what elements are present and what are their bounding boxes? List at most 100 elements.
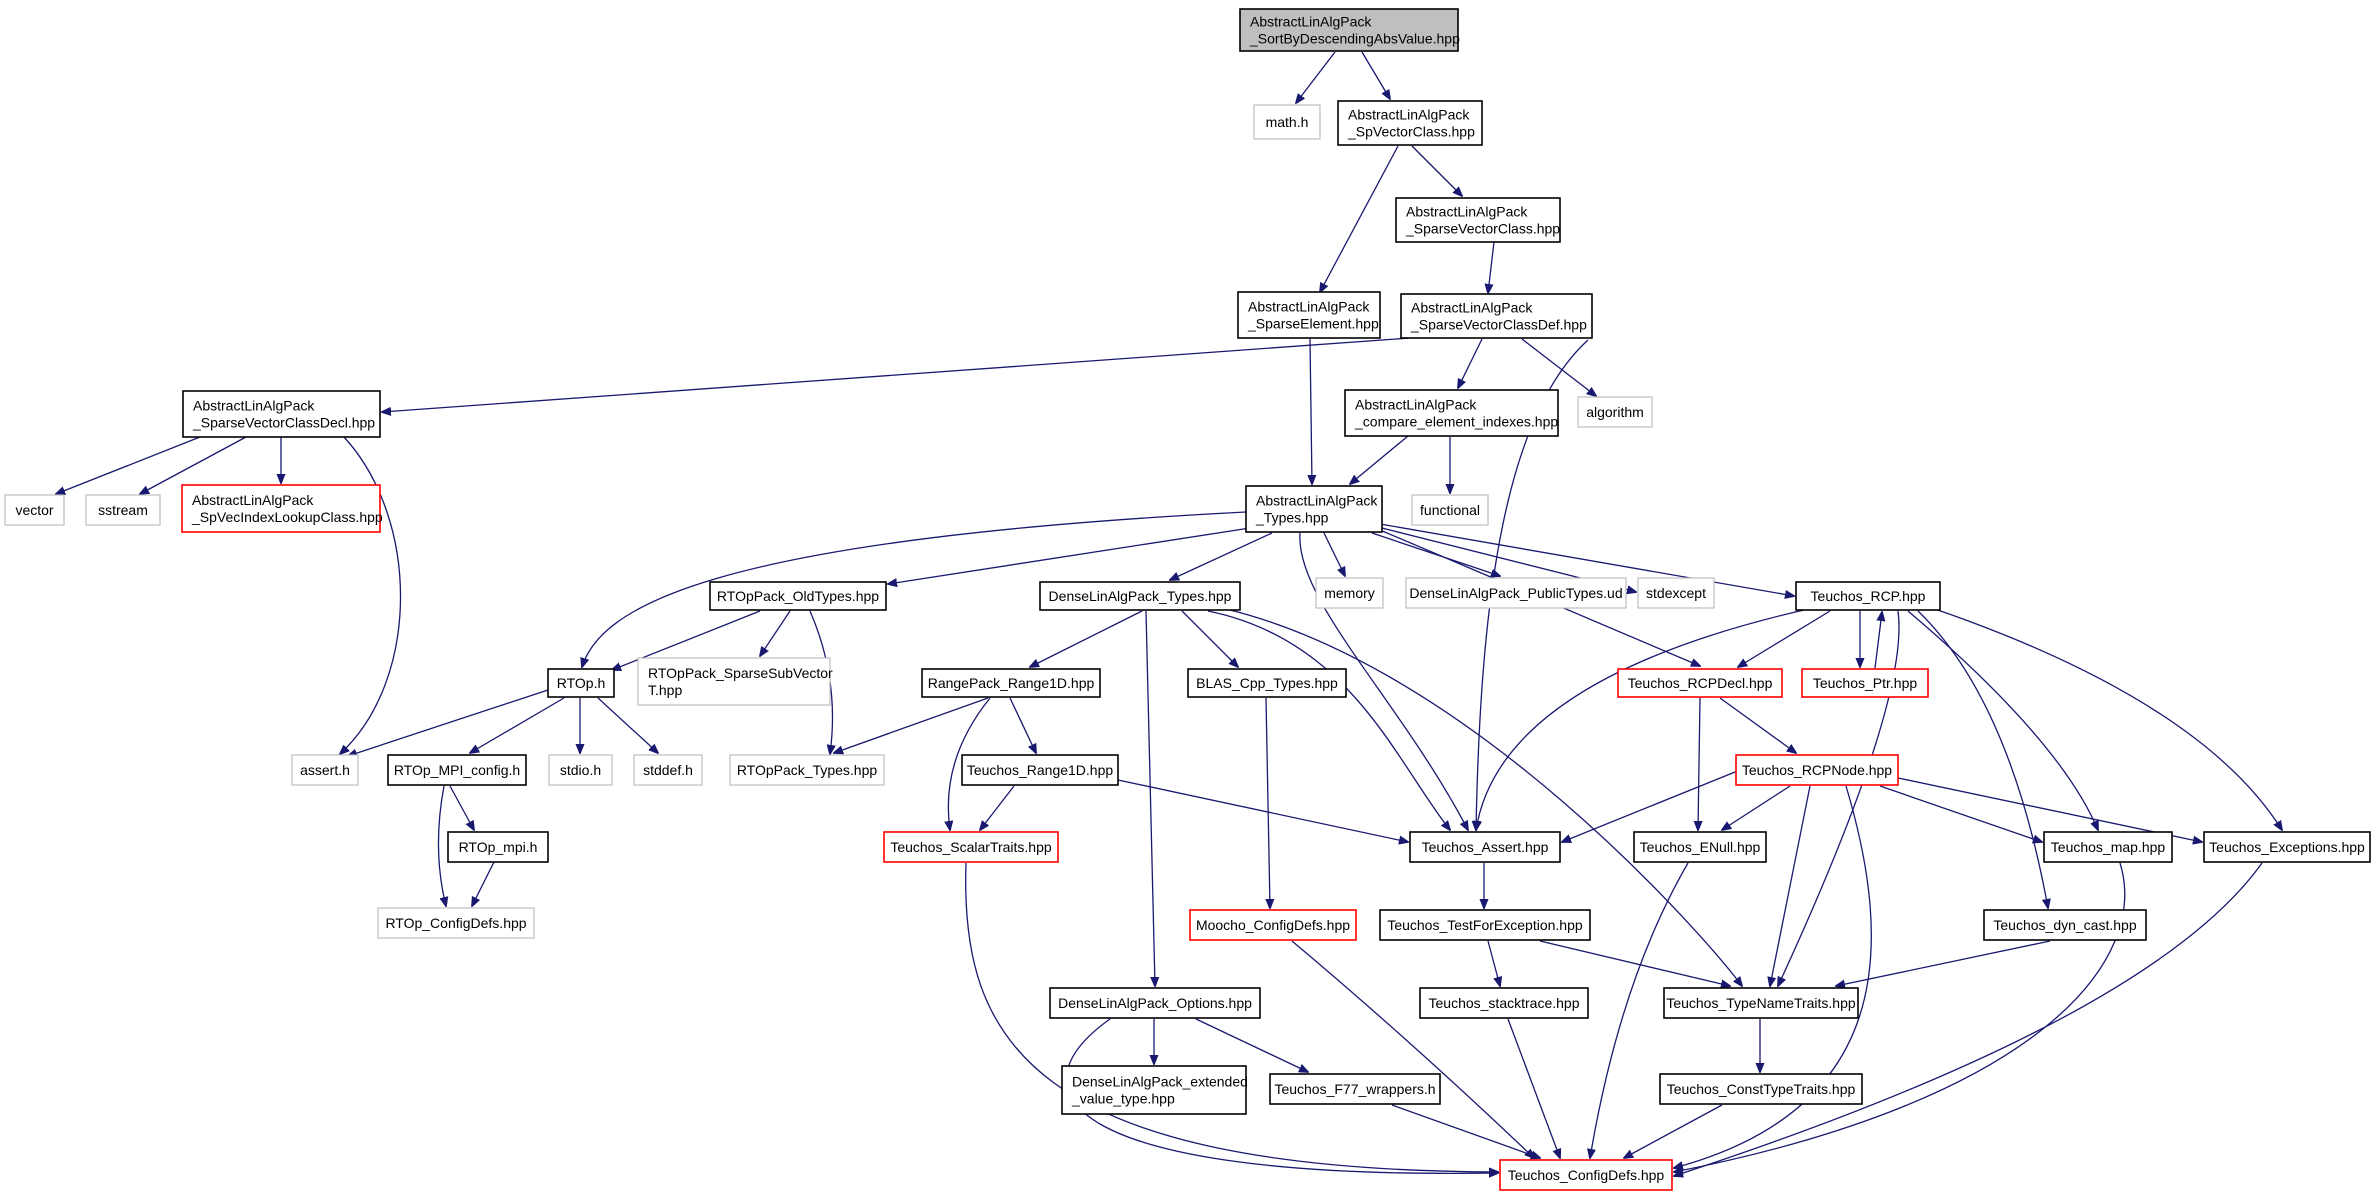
node-box [1239, 8, 1459, 52]
node-exceptions[interactable]: Teuchos_Exceptions.hpp [2203, 831, 2371, 863]
edge-consttypetraits-to-teuchos_configdefs [1624, 1104, 1723, 1158]
node-rtop_h[interactable]: RTOp.h [547, 668, 615, 698]
node-stacktrace[interactable]: Teuchos_stacktrace.hpp [1419, 987, 1589, 1019]
node-label: functional [1420, 502, 1480, 518]
node-teuchos_rcp[interactable]: Teuchos_RCP.hpp [1795, 581, 1941, 611]
edge-rtop_h-to-assert_h [348, 689, 549, 756]
edge-rtop_mpi-to-rtop_configdefs [472, 861, 495, 906]
node-box [1344, 389, 1559, 437]
node-f77[interactable]: Teuchos_F77_wrappers.h [1269, 1073, 1441, 1105]
node-blas[interactable]: BLAS_Cpp_Types.hpp [1187, 668, 1347, 698]
node-label: _SparseVectorClass.hpp [1405, 221, 1560, 237]
node-teuchos_range1d[interactable]: Teuchos_Range1D.hpp [961, 754, 1119, 786]
edge-rtoppack_old-to-rtoppack_sparse [760, 610, 791, 656]
edge-moocho_configdefs-to-teuchos_configdefs [1291, 940, 1534, 1158]
edge-teuchos_rcp-to-dyn_cast [1917, 610, 2048, 908]
node-label: Teuchos_Assert.hpp [1422, 839, 1549, 855]
edge-teuchos_rcp-to-teuchos_assert [1476, 609, 1805, 830]
node-label: RTOp_mpi.h [459, 839, 538, 855]
node-spvecindex[interactable]: AbstractLinAlgPack_SpVecIndexLookupClass… [181, 484, 383, 533]
node-label: Teuchos_ScalarTraits.hpp [890, 839, 1052, 855]
edge-dense_types-to-rangepack [1030, 610, 1143, 667]
node-compare_element[interactable]: AbstractLinAlgPack_compare_element_index… [1344, 389, 1559, 437]
node-sparsevectorclassdef[interactable]: AbstractLinAlgPack_SparseVectorClassDef.… [1400, 293, 1593, 339]
edge-sparsevectorclassdecl-to-sstream [140, 436, 247, 494]
node-rtop_mpi_config[interactable]: RTOp_MPI_config.h [387, 754, 527, 786]
node-label: sstream [98, 502, 148, 518]
node-rtoppack_old[interactable]: RTOpPack_OldTypes.hpp [709, 581, 887, 611]
node-typenametraits[interactable]: Teuchos_TypeNameTraits.hpp [1663, 987, 1859, 1019]
node-enull[interactable]: Teuchos_ENull.hpp [1633, 831, 1767, 863]
node-box [1269, 1073, 1441, 1105]
node-dyn_cast[interactable]: Teuchos_dyn_cast.hpp [1983, 909, 2147, 941]
node-label: Teuchos_RCP.hpp [1811, 588, 1926, 604]
edge-dense_types-to-dense_options [1145, 610, 1155, 986]
edge-teuchos_rcp-to-rcpdecl [1738, 610, 1831, 667]
node-scalartraits[interactable]: Teuchos_ScalarTraits.hpp [883, 831, 1059, 863]
node-box [548, 754, 613, 786]
edge-types-to-teuchos_rcp [1379, 523, 1794, 596]
node-box [1337, 100, 1483, 146]
node-rtop_mpi[interactable]: RTOp_mpi.h [447, 831, 549, 863]
node-spvectorclass[interactable]: AbstractLinAlgPack_SpVectorClass.hpp [1337, 100, 1483, 146]
node-label: RTOpPack_Types.hpp [737, 762, 878, 778]
node-rangepack[interactable]: RangePack_Range1D.hpp [921, 668, 1101, 698]
node-label: _SpVecIndexLookupClass.hpp [191, 509, 383, 525]
node-sparsevectorclassdecl[interactable]: AbstractLinAlgPack_SparseVectorClassDecl… [182, 390, 381, 438]
node-label: Teuchos_dyn_cast.hpp [1993, 917, 2136, 933]
node-root[interactable]: AbstractLinAlgPack_SortByDescendingAbsVa… [1239, 8, 1460, 52]
node-dense_options[interactable]: DenseLinAlgPack_Options.hpp [1049, 987, 1261, 1019]
edge-spvectorclass-to-sparsevectorclass [1411, 145, 1462, 196]
node-dense_public: DenseLinAlgPack_PublicTypes.ud [1405, 577, 1627, 609]
node-label: AbstractLinAlgPack [1256, 493, 1378, 509]
node-label: _compare_element_indexes.hpp [1354, 414, 1558, 430]
node-box [182, 390, 381, 438]
edge-dense_options-to-f77 [1195, 1018, 1308, 1072]
node-label: RTOp_MPI_config.h [394, 762, 520, 778]
node-box [1411, 494, 1489, 526]
edge-rtop_mpi_config-to-rtop_configdefs [437, 785, 446, 906]
edge-rcpnode-to-enull [1722, 785, 1791, 830]
edge-teuchos_rcp-to-exceptions [1931, 607, 2282, 830]
node-rtop_configdefs: RTOp_ConfigDefs.hpp [377, 907, 535, 939]
node-algorithm: algorithm [1577, 396, 1653, 428]
node-sparsevectorclass[interactable]: AbstractLinAlgPack_SparseVectorClass.hpp [1395, 197, 1561, 243]
edge-rtoppack_old-to-rtop_h [612, 610, 761, 670]
edge-dense_types-to-blas [1181, 610, 1238, 667]
edge-rangepack-to-rtoppack_types [834, 697, 989, 753]
node-rcpdecl[interactable]: Teuchos_RCPDecl.hpp [1617, 668, 1783, 698]
node-teuchos_map[interactable]: Teuchos_map.hpp [2043, 831, 2173, 863]
edge-spvectorclass-to-sparseelement [1320, 145, 1399, 292]
node-dense_types[interactable]: DenseLinAlgPack_Types.hpp [1039, 581, 1241, 611]
node-teuchos_assert[interactable]: Teuchos_Assert.hpp [1409, 831, 1561, 863]
node-label: RTOpPack_SparseSubVector [648, 665, 833, 681]
edge-exceptions-to-teuchos_configdefs [1674, 862, 2263, 1176]
node-rcpnode[interactable]: Teuchos_RCPNode.hpp [1735, 754, 1899, 786]
node-moocho_configdefs[interactable]: Moocho_ConfigDefs.hpp [1189, 909, 1357, 941]
node-stdexcept: stdexcept [1637, 577, 1715, 609]
node-box [1395, 197, 1561, 243]
node-box [729, 754, 885, 786]
edge-sparsevectorclassdef-to-algorithm [1521, 338, 1596, 396]
edge-blas-to-moocho_configdefs [1266, 697, 1270, 908]
edge-rangepack-to-scalartraits [948, 697, 991, 830]
node-label: DenseLinAlgPack_Types.hpp [1049, 588, 1232, 604]
node-functional: functional [1411, 494, 1489, 526]
edge-sparseelement-to-types [1310, 338, 1312, 484]
node-label: AbstractLinAlgPack [1248, 299, 1370, 315]
node-sparseelement[interactable]: AbstractLinAlgPack_SparseElement.hpp [1237, 291, 1381, 339]
node-teuchos_configdefs[interactable]: Teuchos_ConfigDefs.hpp [1499, 1159, 1673, 1191]
node-consttypetraits[interactable]: Teuchos_ConstTypeTraits.hpp [1659, 1073, 1863, 1105]
node-ptr[interactable]: Teuchos_Ptr.hpp [1801, 668, 1929, 698]
node-label: math.h [1266, 114, 1309, 130]
node-box [1801, 668, 1929, 698]
node-types[interactable]: AbstractLinAlgPack_Types.hpp [1245, 485, 1383, 533]
edge-sparsevectorclassdef-to-teuchos_assert [1476, 339, 1589, 830]
edge-f77-to-teuchos_configdefs [1391, 1104, 1540, 1158]
node-testforexception[interactable]: Teuchos_TestForException.hpp [1379, 909, 1591, 941]
node-dense_extended[interactable]: DenseLinAlgPack_extended_value_type.hpp [1061, 1065, 1248, 1115]
node-label: _Types.hpp [1255, 510, 1329, 526]
edge-dense_options-to-teuchos_configdefs [1065, 1018, 1498, 1173]
node-rtoppack_types: RTOpPack_Types.hpp [729, 754, 885, 786]
